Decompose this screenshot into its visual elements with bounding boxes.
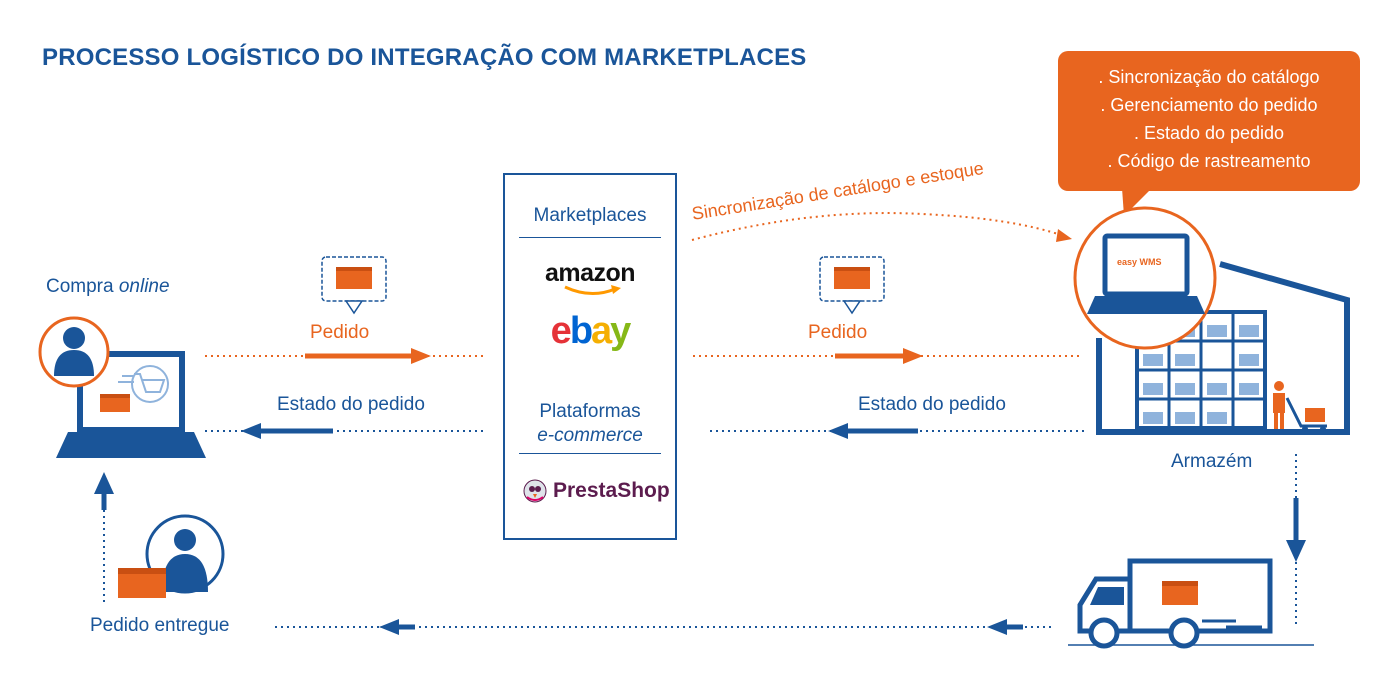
amazon-logo: amazon: [544, 259, 636, 287]
feature-item: . Gerenciamento do pedido: [1100, 95, 1318, 115]
marketplaces-heading: Marketplaces: [533, 205, 647, 226]
amazon-smile-icon: [564, 285, 621, 295]
platforms-subheading: e-commerce: [537, 425, 643, 446]
order-label-right: Pedido: [808, 322, 868, 343]
status-label-right: Estado do pedido: [858, 394, 1006, 415]
customer-laptop-icon: [38, 316, 206, 458]
page-title: PROCESSO LOGÍSTICO DO INTEGRAÇÃO COM MAR…: [42, 44, 807, 71]
feature-item: . Sincronização do catálogo: [1098, 67, 1320, 87]
channels-box: Marketplaces amazon ebay Plataformas e-c…: [503, 173, 677, 540]
sync-arrow: [691, 212, 1072, 242]
warehouse-label: Armazém: [1171, 451, 1253, 472]
order-label-left: Pedido: [310, 322, 370, 343]
easywms-logo: easy WMS: [1117, 257, 1162, 267]
dispatch-arrow: [1286, 454, 1306, 626]
feature-item: . Código de rastreamento: [1107, 151, 1311, 171]
customer-label: Compra online: [46, 276, 170, 297]
features-callout: . Sincronização do catálogo . Gerenciame…: [1058, 51, 1360, 191]
platforms-heading: Plataformas: [539, 401, 641, 422]
warehouse-icon: [1073, 206, 1350, 435]
order-arrow-right: [693, 348, 1083, 364]
delivery-arrow: [275, 619, 1051, 635]
prestashop-logo: PrestaShop: [523, 479, 670, 503]
delivery-truck-icon: [1068, 558, 1314, 649]
order-arrow-left: [205, 348, 485, 364]
status-arrow-left: [205, 423, 485, 439]
order-box-icon: [819, 256, 885, 315]
ebay-logo: ebay: [550, 310, 632, 352]
divider: [519, 237, 661, 238]
order-box-icon: [321, 256, 387, 315]
prestashop-bird-icon: [523, 479, 547, 503]
receive-arrow: [94, 472, 114, 606]
feature-item: . Estado do pedido: [1133, 123, 1285, 143]
delivered-label: Pedido entregue: [90, 615, 230, 636]
status-label-left: Estado do pedido: [277, 394, 425, 415]
delivered-person-icon: [118, 514, 225, 598]
status-arrow-right: [710, 423, 1084, 439]
divider: [519, 453, 661, 454]
